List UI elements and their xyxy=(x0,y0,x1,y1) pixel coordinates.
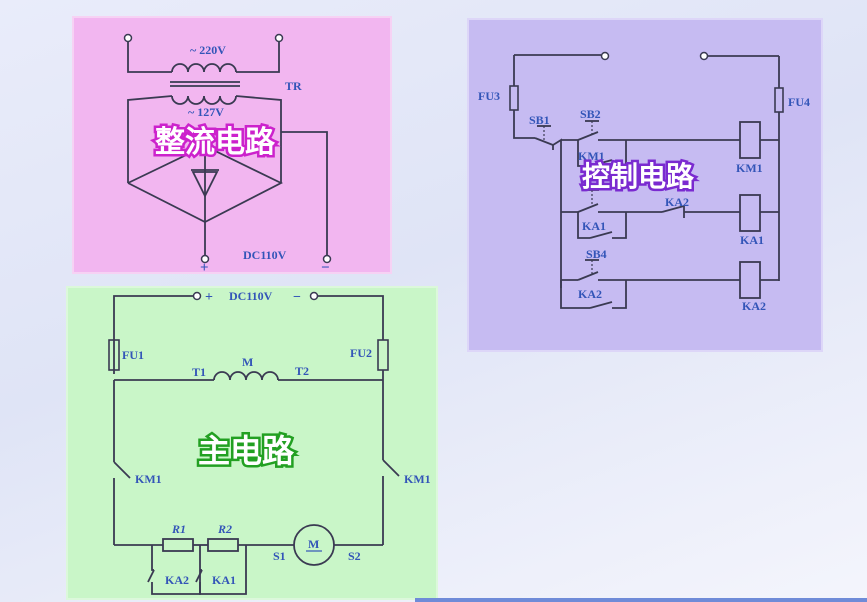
main-circuit-title: 主电路 xyxy=(198,432,295,470)
ctrl-ka2-contact-b-label: KA2 xyxy=(578,287,602,301)
bottom-strip xyxy=(415,598,867,602)
control-title: 控制电路 xyxy=(582,160,695,193)
main-t1-label: T1 xyxy=(192,365,206,379)
ctrl-km1-contact-label: KM1 xyxy=(578,149,605,163)
main-r2-label: R2 xyxy=(217,522,232,536)
control-panel xyxy=(467,18,823,352)
main-ka1-label: KA1 xyxy=(212,573,236,587)
rect-v-secondary-label: ~ 127V xyxy=(188,105,224,119)
main-plus-label: + xyxy=(205,290,213,305)
main-fu1-label: FU1 xyxy=(122,348,144,362)
main-dc-label: DC110V xyxy=(229,289,273,303)
ctrl-km1-coil-label: KM1 xyxy=(736,161,763,175)
main-circuit-panel xyxy=(66,286,438,600)
rect-v-primary-label: ~ 220V xyxy=(190,43,226,57)
ctrl-ka1-contact-label: KA1 xyxy=(582,219,606,233)
ctrl-sb2-label: SB2 xyxy=(580,107,601,121)
ctrl-sb4-label: SB4 xyxy=(586,247,607,261)
rect-minus-label: − xyxy=(321,260,330,276)
main-t2-label: T2 xyxy=(295,364,309,378)
main-fu2-label: FU2 xyxy=(350,346,372,360)
ctrl-ka1-coil-label: KA1 xyxy=(740,233,764,247)
ctrl-fu4-label: FU4 xyxy=(788,95,810,109)
ctrl-ka2-coil-label: KA2 xyxy=(742,299,766,313)
rect-plus-label: + xyxy=(200,260,209,276)
rectifier-title: 整流电路 xyxy=(155,125,276,160)
rect-dc-label: DC110V xyxy=(243,248,287,262)
main-s1-label: S1 xyxy=(273,549,286,563)
ctrl-ka2-contact-label: KA2 xyxy=(665,195,689,209)
main-ka2-label: KA2 xyxy=(165,573,189,587)
ctrl-fu3-label: FU3 xyxy=(478,89,500,103)
ctrl-sb1-label: SB1 xyxy=(529,113,550,127)
main-s2-label: S2 xyxy=(348,549,361,563)
rect-transformer-label: TR xyxy=(285,79,302,93)
main-km1-left-label: KM1 xyxy=(135,472,162,486)
main-m-label: M xyxy=(242,355,253,369)
main-km1-right-label: KM1 xyxy=(404,472,431,486)
main-minus-label: − xyxy=(293,290,301,305)
rectifier-panel xyxy=(72,16,392,274)
main-motor-label: M xyxy=(308,537,319,551)
main-r1-label: R1 xyxy=(171,522,186,536)
